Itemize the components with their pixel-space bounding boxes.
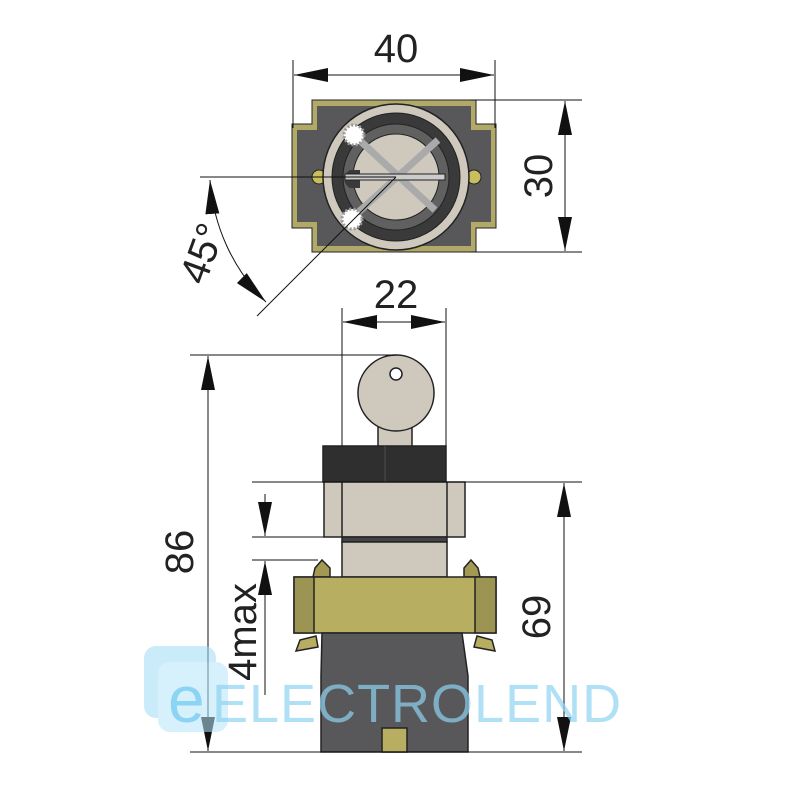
neck <box>341 541 448 578</box>
brass-clamp <box>293 576 497 634</box>
side-view <box>293 354 497 753</box>
dim-top-width: 40 <box>374 27 419 71</box>
dim-total-height: 86 <box>158 530 202 575</box>
top-view <box>291 99 497 253</box>
watermark-text: ELECTROLEND <box>212 674 622 734</box>
dim-key-width: 22 <box>374 273 419 317</box>
key-head <box>357 354 435 432</box>
dim-angle: 45° <box>172 218 234 290</box>
upper-body <box>323 481 466 538</box>
top-dimensions <box>200 60 582 317</box>
dim-top-height: 30 <box>517 154 561 199</box>
terminal <box>381 727 408 753</box>
watermark-logo <box>144 646 228 732</box>
dim-panel-thickness: 4max <box>221 583 265 681</box>
watermark-e: e <box>168 662 205 736</box>
dim-body-height: 69 <box>515 595 559 640</box>
